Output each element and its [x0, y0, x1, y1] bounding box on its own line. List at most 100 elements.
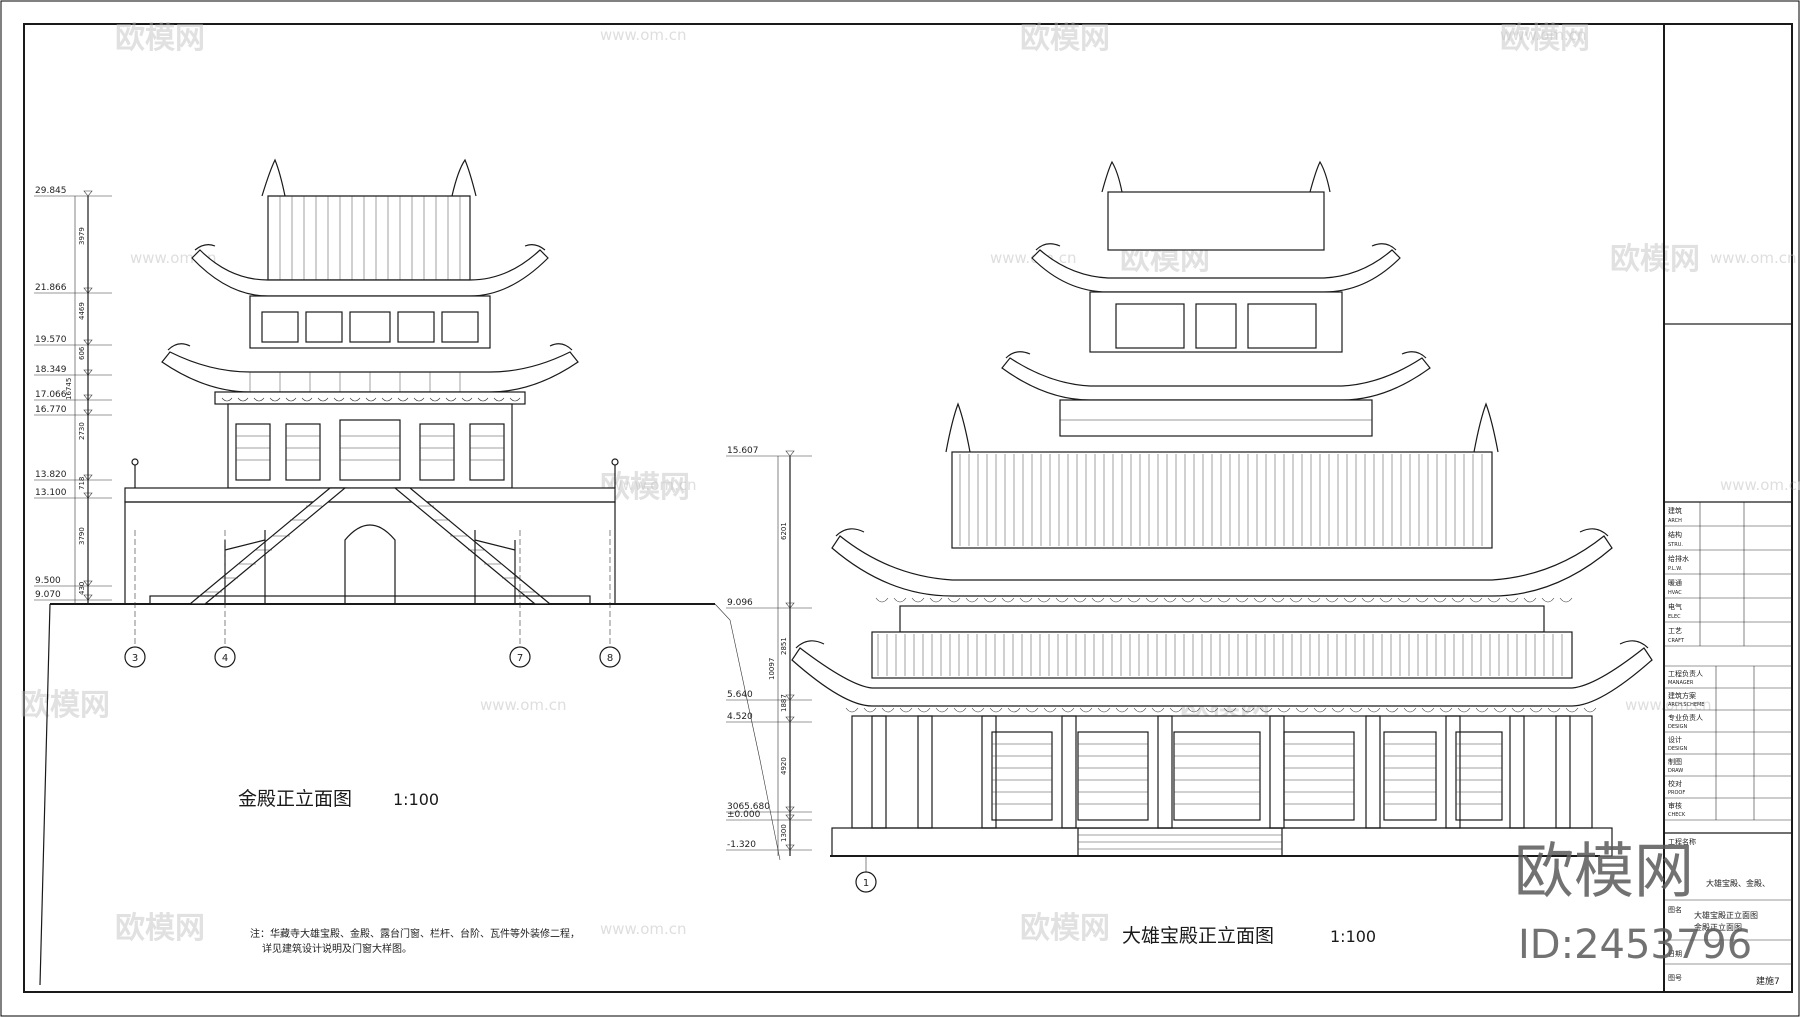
title-block-disciplines: 建筑ARCH结构STRU.给排水P.L.W.暖通HVAC电气ELEC工艺CRAF…: [1664, 502, 1792, 647]
level-mark: 19.570: [35, 335, 67, 345]
dimension-text: 606: [78, 346, 86, 360]
level-markers-right: 15.6079.0965.6404.5203065.680±0.000-1.32…: [726, 446, 812, 851]
main-hall-elevation: 15.6079.0965.6404.5203065.680±0.000-1.32…: [726, 160, 1653, 947]
watermark-url: www.om.cn: [1500, 26, 1587, 44]
watermark-url: www.om.cn: [480, 696, 567, 714]
dimension-text: 3979: [78, 227, 86, 245]
date-label: 日期: [1668, 950, 1682, 958]
staff-en: MANAGER: [1668, 680, 1694, 686]
staff-cn: 建筑方案: [1668, 691, 1696, 700]
dimension-text: 1887: [780, 694, 788, 712]
axis-bubble-label: 8: [607, 653, 613, 664]
watermark-brand: 欧模网: [20, 688, 110, 723]
staff-cn: 设计: [1668, 735, 1682, 744]
dimension-texts-left: 3979 4469 606 2730 718 3790 430 16745: [65, 227, 86, 595]
staff-en: CHECK: [1668, 812, 1686, 818]
dimension-text: 4469: [78, 302, 86, 320]
dimension-text: 718: [78, 477, 86, 490]
bracket-row-upper: [875, 597, 1573, 603]
drawing-name-2: 金殿正立面图: [1694, 922, 1742, 932]
level-mark: 3065.680: [727, 802, 770, 812]
level-mark: 21.866: [35, 283, 67, 293]
project-name: 大雄宝殿、金殿、: [1706, 878, 1770, 888]
staff-en: DESIGN: [1668, 746, 1688, 752]
drawing-label: 图名: [1668, 905, 1682, 914]
watermark-url: www.om.cn: [1710, 249, 1797, 267]
dimension-texts-right: 6201 2851 1887 4920 1300 10097: [768, 522, 788, 842]
axis-bubble-label: 7: [517, 653, 523, 664]
staff-cn: 校对: [1668, 779, 1682, 788]
level-mark: 17.066: [35, 390, 67, 400]
dimension-text: 10097: [768, 658, 776, 680]
dimension-text: 3790: [78, 527, 86, 545]
staff-en: DESIGN: [1668, 724, 1688, 730]
level-mark: 9.500: [35, 576, 61, 586]
watermark-brand: 欧模网: [1020, 911, 1110, 946]
level-markers-left: 29.84521.86619.57018.34917.06616.77013.8…: [34, 186, 112, 601]
big-watermark-brand: 欧模网: [1514, 837, 1694, 907]
axis-bubble-label: 3: [132, 653, 138, 664]
discipline-cn: 建筑: [1668, 506, 1682, 515]
main-hall-scale: 1:100: [1330, 927, 1376, 946]
golden-hall-title: 金殿正立面图: [238, 788, 352, 810]
level-mark: 13.100: [35, 488, 67, 498]
watermark-url: www.om.cn: [1720, 476, 1800, 494]
discipline-cn: 工艺: [1668, 627, 1682, 635]
dimension-text: 1300: [780, 824, 788, 842]
axis-bubble-label: 4: [222, 653, 228, 664]
axis-bubbles-right: 1: [855, 856, 877, 893]
level-mark: 9.070: [35, 590, 61, 600]
dimension-text: 4920: [780, 757, 788, 775]
watermark-brand: 欧模网: [1500, 21, 1590, 56]
discipline-en: ARCH: [1668, 518, 1682, 524]
title-block-staff: 工程负责人 MANAGER 建筑方案 ARCH.SCHEME 专业负责人 DESIGN 设计…: [1664, 665, 1792, 821]
main-hall-columns: [871, 715, 1571, 829]
level-mark: 16.770: [35, 405, 67, 415]
watermark-url: www.om.cn: [600, 26, 687, 44]
discipline-en: HVAC: [1668, 590, 1682, 596]
golden-hall-scale: 1:100: [393, 790, 439, 809]
note-line-2: 详见建筑设计说明及门窗大样图。: [262, 942, 412, 955]
main-hall-title: 大雄宝殿正立面图: [1122, 925, 1274, 947]
axis-bubble-label: 1: [863, 878, 869, 889]
staff-cn: 制图: [1668, 757, 1682, 766]
discipline-cn: 结构: [1668, 530, 1682, 539]
level-mark: 5.640: [727, 690, 753, 700]
drawing-name-1: 大雄宝殿正立面图: [1694, 910, 1758, 920]
dimension-text: 430: [78, 582, 86, 595]
big-watermark-id: ID:2453796: [1518, 922, 1752, 968]
level-mark: -1.320: [727, 840, 756, 850]
project-label: 工程名称: [1668, 837, 1696, 846]
watermark-brand: 欧模网: [1610, 242, 1700, 277]
drawing-no-label: 图号: [1668, 974, 1682, 982]
watermark-url: www.om.cn: [600, 920, 687, 938]
axis-bubbles-left: 3 4 7 8: [124, 530, 621, 668]
level-mark: ±0.000: [727, 810, 761, 820]
dimension-text: 2851: [780, 637, 788, 655]
discipline-en: P.L.W.: [1668, 566, 1683, 572]
staff-en: PROOF: [1668, 790, 1685, 796]
dimension-text: 6201: [780, 522, 788, 540]
discipline-en: STRU.: [1668, 542, 1683, 548]
dimension-text: 2730: [78, 422, 86, 440]
staff-cn: 工程负责人: [1668, 669, 1703, 678]
level-mark: 29.845: [35, 186, 67, 196]
staff-en: ARCH.SCHEME: [1668, 702, 1704, 708]
dimension-text: 16745: [65, 378, 73, 400]
level-mark: 9.096: [727, 598, 753, 608]
watermark-brand: 欧模网: [115, 21, 205, 56]
level-mark: 4.520: [727, 712, 753, 722]
title-block: 建筑ARCH结构STRU.给排水P.L.W.暖通HVAC电气ELEC工艺CRAF…: [1663, 24, 1793, 993]
bracket-row-lower: [845, 707, 1597, 713]
golden-hall-elevation: 29.84521.86619.57018.34917.06616.77013.8…: [34, 158, 781, 986]
watermark-url: www.om.cn: [130, 249, 217, 267]
staff-cn: 专业负责人: [1668, 713, 1703, 722]
discipline-cn: 给排水: [1668, 554, 1689, 563]
watermark-url: www.om.cn: [610, 476, 697, 494]
discipline-en: CRAFT: [1668, 638, 1685, 644]
discipline-cn: 暖通: [1668, 578, 1682, 587]
watermark-brand: 欧模网: [115, 911, 205, 946]
watermark-brand: 欧模网: [1020, 21, 1110, 56]
